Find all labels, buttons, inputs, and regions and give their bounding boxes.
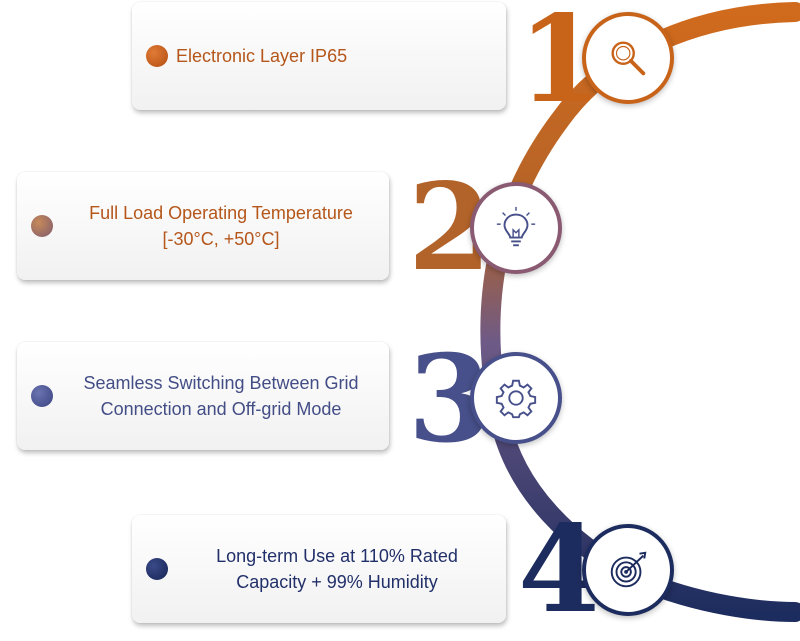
step-4-text-line-2: Capacity + 99% Humidity	[236, 572, 438, 592]
step-2-text-line-1: Full Load Operating Temperature	[89, 203, 353, 223]
target-icon	[610, 551, 647, 588]
bullet-dot	[31, 215, 53, 237]
step-card-3: Seamless Switching Between Grid Connecti…	[17, 342, 389, 450]
step-3-text-line-2: Connection and Off-grid Mode	[100, 399, 342, 419]
step-1-text: Electronic Layer IP65	[176, 46, 348, 66]
bullet-dot	[31, 385, 53, 407]
gear-icon	[495, 379, 537, 419]
step-4-icon-disc	[582, 524, 674, 616]
step-card-1: Electronic Layer IP65	[132, 2, 506, 110]
step-3-text-line-1: Seamless Switching Between Grid	[83, 373, 359, 393]
step-2-icon-disc	[470, 182, 562, 274]
step-1-icon-disc	[582, 12, 674, 104]
step-4-text-line-1: Long-term Use at 110% Rated	[216, 546, 458, 566]
step-3-icon-disc	[470, 352, 562, 444]
bullet-dot	[146, 45, 168, 67]
step-2-text-line-2: [-30°C, +50°C]	[162, 229, 280, 249]
magnifier-icon	[611, 41, 646, 76]
bullet-dot	[146, 558, 168, 580]
lightbulb-icon	[496, 206, 536, 247]
step-card-2: Full Load Operating Temperature [-30°C, …	[17, 172, 389, 280]
step-card-4: Long-term Use at 110% Rated Capacity + 9…	[132, 515, 506, 623]
